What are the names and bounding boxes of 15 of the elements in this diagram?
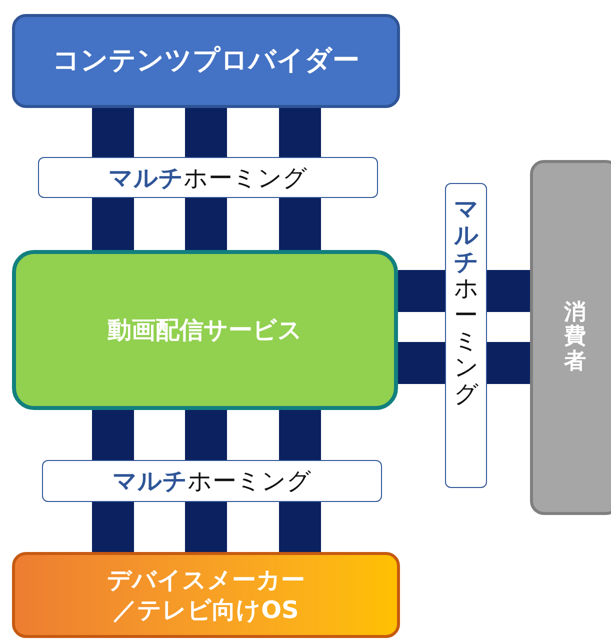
process-box: 動画配信サービス — [12, 250, 398, 410]
process-box: デバイスメーカー／テレビ向けOS — [12, 552, 400, 638]
connector-bar — [185, 108, 227, 250]
connector-bar — [398, 342, 530, 384]
connector-bar — [92, 108, 134, 250]
connector-bar — [398, 270, 530, 312]
caption-banner: マルチホーミング — [38, 157, 378, 198]
caption-banner: マルチホーミング — [445, 183, 487, 488]
connector-bar — [185, 410, 227, 552]
process-box: コンテンツプロバイダー — [12, 14, 400, 108]
caption-banner: マルチホーミング — [42, 460, 382, 502]
connector-bar — [279, 108, 321, 250]
process-box: 消費者 — [530, 160, 611, 515]
connector-bar — [279, 410, 321, 552]
connector-bar — [92, 410, 134, 552]
